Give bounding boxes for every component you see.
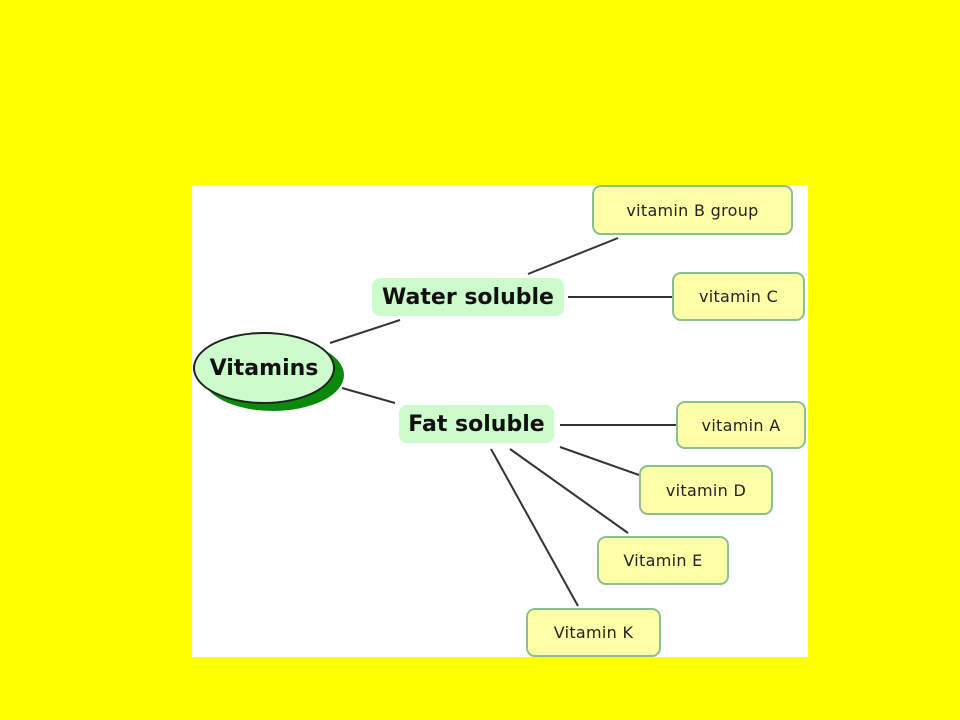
branch-node-label: Fat soluble <box>408 411 545 437</box>
root-node-vitamins[interactable]: Vitamins <box>193 332 335 404</box>
connector-water-b-group <box>527 237 619 275</box>
leaf-node-vitamin-e[interactable]: Vitamin E <box>597 536 729 585</box>
connector-fat-k <box>490 448 579 607</box>
mind-map-panel: Vitamins Water soluble Fat soluble vitam… <box>192 185 808 657</box>
leaf-node-label: vitamin B group <box>626 200 759 220</box>
leaf-node-label: vitamin A <box>701 415 781 435</box>
connector-root-water <box>329 319 401 344</box>
branch-node-label: Water soluble <box>382 284 554 310</box>
leaf-node-label: Vitamin K <box>553 623 634 642</box>
connector-fat-e <box>509 448 629 534</box>
leaf-node-vitamin-b-group[interactable]: vitamin B group <box>592 185 793 235</box>
leaf-node-vitamin-a[interactable]: vitamin A <box>676 401 806 449</box>
root-node-label: Vitamins <box>209 355 319 381</box>
leaf-node-label: vitamin C <box>698 287 779 306</box>
leaf-node-vitamin-d[interactable]: vitamin D <box>639 465 773 515</box>
leaf-node-label: vitamin D <box>665 480 747 500</box>
leaf-node-label: Vitamin E <box>623 551 703 570</box>
branch-node-water-soluble[interactable]: Water soluble <box>372 278 564 316</box>
connector-root-fat <box>341 387 396 404</box>
leaf-node-vitamin-k[interactable]: Vitamin K <box>526 608 661 657</box>
connector-lines <box>329 237 677 607</box>
branch-node-fat-soluble[interactable]: Fat soluble <box>399 405 554 443</box>
leaf-node-vitamin-c[interactable]: vitamin C <box>672 272 805 321</box>
connector-fat-d <box>559 446 640 476</box>
